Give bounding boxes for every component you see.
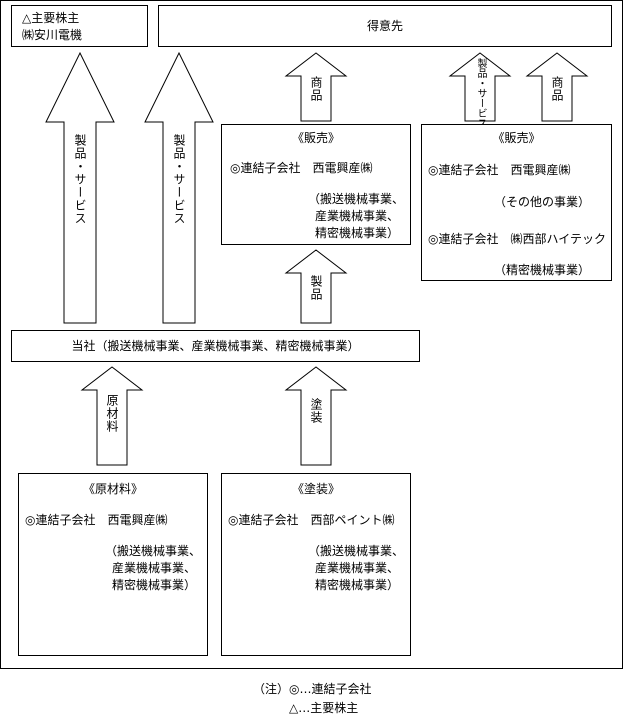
arrow-painting bbox=[284, 366, 348, 466]
arrow-label-goods-1: 商品 bbox=[309, 76, 323, 102]
sales-box-1: 《販売》 ◎連結子会社 西電興産㈱ （搬送機械事業、 産業機械事業、 精密機械事… bbox=[221, 124, 411, 245]
raw-material-segment-1: （搬送機械事業、 bbox=[105, 544, 202, 558]
painting-box: 《塗装》 ◎連結子会社 西部ペイント㈱ （搬送機械事業、 産業機械事業、 精密機… bbox=[221, 473, 411, 656]
arrow-goods-2 bbox=[525, 52, 589, 122]
arrow-label-goods-2: 商品 bbox=[550, 76, 564, 102]
sales-1-title: 《販売》 bbox=[291, 131, 340, 145]
raw-material-box: 《原材料》 ◎連結子会社 西電興産㈱ （搬送機械事業、 産業機械事業、 精密機械… bbox=[18, 473, 208, 656]
sales-1-company: ◎連結子会社 西電興産㈱ bbox=[230, 161, 373, 175]
arrow-label-painting: 塗装 bbox=[309, 398, 323, 424]
arrow-label-products-services-1: 製品・サービス bbox=[73, 134, 87, 225]
company-label: 当社（搬送機械事業、産業機械事業、精密機械事業） bbox=[71, 339, 360, 353]
sales-2-segment-2: （精密機械事業） bbox=[494, 263, 591, 277]
sales-2-company-2: ◎連結子会社 ㈱西部ハイテック bbox=[428, 232, 606, 246]
customer-label: 得意先 bbox=[366, 19, 403, 33]
painting-segment-1: （搬送機械事業、 bbox=[308, 544, 405, 558]
sales-box-2: 《販売》 ◎連結子会社 西電興産㈱ （その他の事業） ◎連結子会社 ㈱西部ハイテ… bbox=[421, 124, 612, 281]
raw-material-company: ◎連結子会社 西電興産㈱ bbox=[25, 513, 168, 527]
arrow-label-products-services-2: 製品・サービス bbox=[172, 134, 186, 225]
arrow-raw-material bbox=[80, 366, 144, 466]
shareholder-label: △主要株主 bbox=[22, 11, 80, 25]
painting-segment-3: 精密機械事業） bbox=[315, 578, 400, 592]
painting-segment-2: 産業機械事業、 bbox=[315, 561, 400, 575]
raw-material-segment-2: 産業機械事業、 bbox=[112, 561, 197, 575]
arrow-label-products-services-3: 製品・サービス bbox=[475, 58, 486, 128]
arrow-products-services-1 bbox=[45, 51, 115, 324]
sales-2-title: 《販売》 bbox=[492, 131, 541, 145]
legend-note-1: （注）◎…連結子会社 bbox=[253, 682, 372, 696]
sales-1-segment-1: （搬送機械事業、 bbox=[308, 192, 405, 206]
arrow-goods-1 bbox=[284, 52, 348, 122]
arrow-products-services-2 bbox=[144, 51, 214, 324]
raw-material-title: 《原材料》 bbox=[82, 482, 143, 496]
sales-1-segment-2: 産業機械事業、 bbox=[315, 209, 400, 223]
raw-material-segment-3: 精密機械事業） bbox=[112, 578, 197, 592]
arrow-label-raw-material: 原材料 bbox=[105, 394, 119, 433]
arrow-products bbox=[284, 249, 348, 324]
diagram-frame bbox=[0, 0, 623, 669]
sales-2-segment-1: （その他の事業） bbox=[494, 195, 591, 209]
arrow-label-products: 製品 bbox=[309, 275, 323, 301]
company-box: 当社（搬送機械事業、産業機械事業、精密機械事業） bbox=[11, 330, 420, 362]
sales-1-segment-3: 精密機械事業） bbox=[315, 226, 400, 240]
painting-title: 《塗装》 bbox=[291, 482, 340, 496]
legend-note-2: △…主要株主 bbox=[289, 701, 359, 715]
sales-2-company-1: ◎連結子会社 西電興産㈱ bbox=[428, 163, 571, 177]
shareholder-box: △主要株主 ㈱安川電機 bbox=[11, 5, 148, 47]
arrow-products-services-3 bbox=[448, 52, 512, 122]
painting-company: ◎連結子会社 西部ペイント㈱ bbox=[228, 513, 395, 527]
customer-box: 得意先 bbox=[158, 5, 612, 47]
shareholder-company: ㈱安川電機 bbox=[22, 28, 83, 42]
